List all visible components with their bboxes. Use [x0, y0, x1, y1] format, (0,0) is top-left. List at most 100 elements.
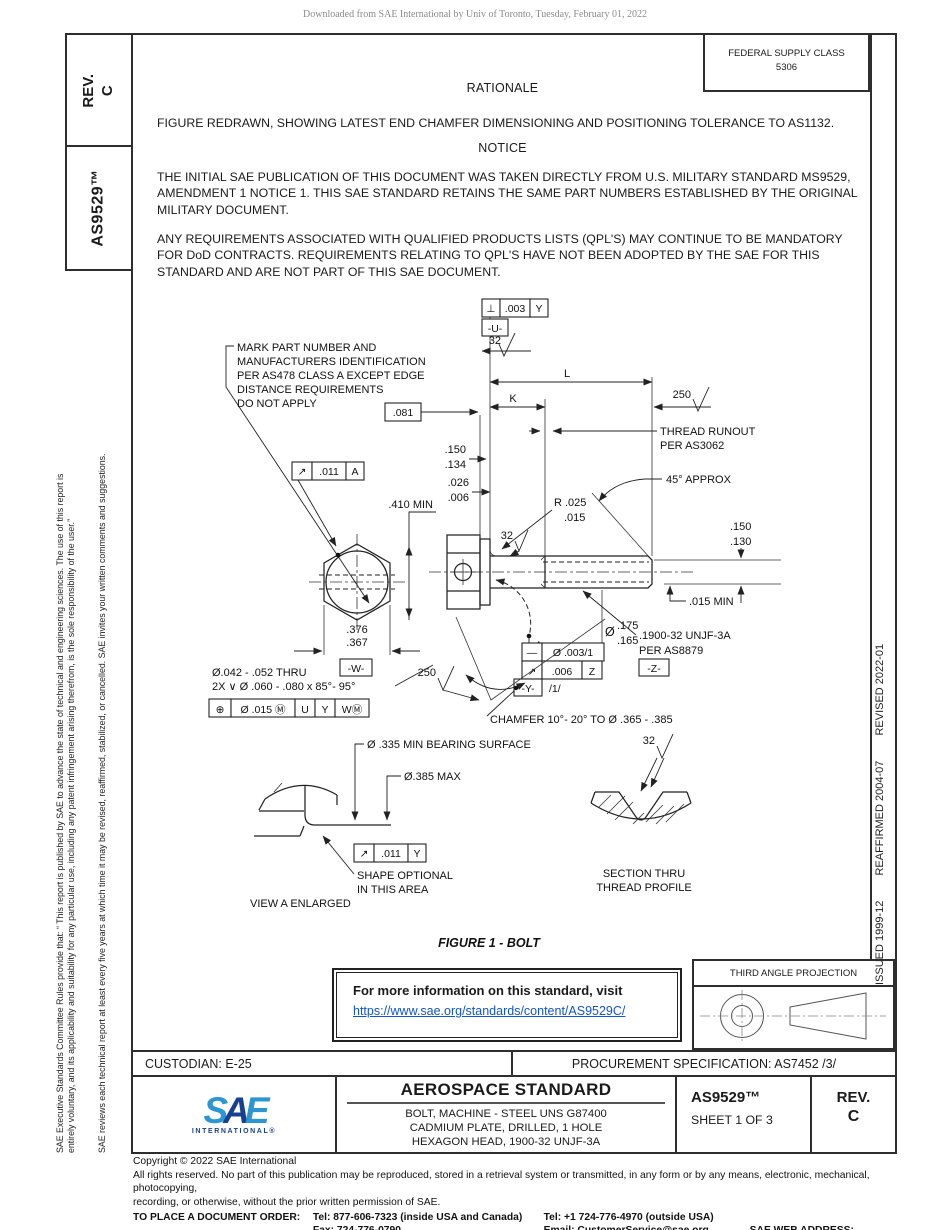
dim-150-134: .150 .134	[445, 444, 487, 471]
custodian-row: CUSTODIAN: E-25 PROCUREMENT SPECIFICATIO…	[133, 1050, 895, 1077]
perp-datum: Y	[535, 303, 542, 315]
rev-cell-label: REV.	[836, 1089, 871, 1106]
federal-supply-class-box: FEDERAL SUPPLY CLASS 5306	[703, 33, 870, 92]
svg-text:PER AS478 CLASS A EXCEPT EDGE: PER AS478 CLASS A EXCEPT EDGE	[237, 370, 425, 382]
svg-text:.367: .367	[346, 637, 367, 649]
svg-text:.015 MIN: .015 MIN	[689, 596, 734, 608]
rev-value: C	[98, 85, 116, 97]
view-a-title: VIEW A ENLARGED	[250, 898, 351, 910]
svg-text:-U-: -U-	[488, 323, 503, 335]
hex-head-end-view	[309, 534, 405, 630]
svg-text:.165: .165	[617, 635, 638, 647]
logo-letter-s: S	[203, 1089, 228, 1131]
doc-number-value: AS9529™	[691, 1089, 761, 1106]
logo-subtext: INTERNATIONAL®	[191, 1128, 277, 1136]
rev-cell-value: C	[847, 1108, 860, 1125]
svg-text:⊕: ⊕	[216, 704, 225, 716]
main-border-frame: ISSUED 1999-12 REAFFIRMED 2004-07 REVISE…	[131, 33, 897, 1154]
disclaimer-line-1: SAE Executive Standards Committee Rules …	[55, 473, 65, 1153]
datum-w: -W-	[339, 658, 373, 677]
radius-note: R .025 .015	[501, 497, 586, 550]
rationale-text: FIGURE REDRAWN, SHOWING LATEST END CHAMF…	[157, 116, 835, 130]
perp-tolerance: .003	[505, 303, 526, 315]
title-block: SAE INTERNATIONAL® AEROSPACE STANDARD BO…	[133, 1077, 895, 1152]
datum-y: -Y- /1/	[513, 678, 561, 697]
reaffirmed-date: REAFFIRMED 2004-07	[874, 760, 886, 876]
logo-letter-a: A	[223, 1089, 250, 1131]
note-45-approx: 45° APPROX	[598, 474, 732, 502]
right-strip-divider	[870, 35, 872, 959]
svg-text:.1900-32 UNJF-3A: .1900-32 UNJF-3A	[639, 630, 731, 642]
doc-number-box: AS9529™	[65, 145, 133, 271]
svg-text:L: L	[564, 368, 570, 380]
svg-text:32: 32	[489, 335, 501, 347]
svg-text:U: U	[301, 704, 309, 716]
tel-inside: Tel: 877-606-7323 (inside USA and Canada…	[312, 1211, 523, 1223]
svg-text:K: K	[509, 393, 517, 405]
tilt-frame: ↗ .011 A	[291, 461, 365, 547]
left-review-note: SAE reviews each technical report at lea…	[97, 453, 107, 1153]
hole-callouts: Ø.042 - .052 THRU 2X ∨ Ø .060 - .080 x 8…	[212, 664, 434, 693]
chamfer-note: CHAMFER 10°- 20° TO Ø .365 - .385	[490, 714, 673, 726]
left-disclaimer-block: SAE Executive Standards Committee Rules …	[55, 474, 77, 1153]
email-address: Email: CustomerService@sae.org	[544, 1225, 709, 1230]
svg-text:Y: Y	[413, 848, 420, 860]
dim-150-130: .150 .130	[730, 521, 751, 603]
svg-text:MANUFACTURERS IDENTIFICATION: MANUFACTURERS IDENTIFICATION	[237, 356, 426, 368]
svg-text:Ø .003/1: Ø .003/1	[553, 647, 593, 659]
svg-text:Ø .335 MIN BEARING SURFACE: Ø .335 MIN BEARING SURFACE	[367, 739, 531, 751]
fax-number: Fax: 724-776-0790	[313, 1224, 544, 1230]
svg-text:Y: Y	[321, 704, 328, 716]
svg-text:.006: .006	[448, 492, 469, 504]
svg-text:↗: ↗	[298, 466, 307, 478]
doc-number-vertical: AS9529™	[90, 169, 108, 247]
runout-frame: ↗ .006 Z	[521, 660, 603, 680]
fsc-title: FEDERAL SUPPLY CLASS	[728, 48, 845, 59]
subtitle-line-3: HEXAGON HEAD, 1900-32 UNJF-3A	[411, 1136, 601, 1149]
svg-text:.006: .006	[552, 666, 573, 678]
svg-text:.130: .130	[730, 536, 751, 548]
dim-L: L	[489, 368, 653, 386]
svg-text:.150: .150	[730, 521, 751, 533]
figure-caption: FIGURE 1 - BOLT	[438, 936, 541, 950]
dim-015-min: .015 MIN	[666, 585, 734, 608]
max-dia-callout: Ø.385 MAX	[383, 771, 462, 821]
svg-text:A: A	[351, 466, 358, 478]
svg-text:32: 32	[501, 530, 513, 542]
subtitle-line-2: CADMIUM PLATE, DRILLED, 1 HOLE	[409, 1122, 603, 1135]
rev-cell: REV. C	[812, 1077, 895, 1152]
rationale-heading: RATIONALE	[466, 81, 539, 95]
order-info: TO PLACE A DOCUMENT ORDER: Tel: 877-606-…	[133, 1211, 933, 1230]
svg-text:.376: .376	[346, 624, 367, 636]
mark-note: MARK PART NUMBER AND MANUFACTURERS IDENT…	[225, 342, 426, 604]
standard-link[interactable]: https://www.sae.org/standards/content/AS…	[353, 1004, 626, 1018]
shape-optional-note: SHAPE OPTIONAL IN THIS AREA	[322, 835, 453, 896]
svg-text:↗: ↗	[528, 666, 537, 678]
svg-text:.011: .011	[319, 466, 339, 478]
notice-heading: NOTICE	[478, 141, 527, 155]
straightness-frame: — Ø .003/1	[521, 642, 605, 662]
dim-081: .081	[384, 402, 479, 422]
notice-paragraph-1: THE INITIAL SAE PUBLICATION OF THIS DOCU…	[157, 170, 858, 217]
surface-finish-250-lower: 250	[418, 665, 480, 702]
dim-410-min: .410 MIN	[388, 499, 436, 620]
copyright-line-3: recording, or otherwise, without the pri…	[133, 1197, 441, 1209]
notice-paragraph-2: ANY REQUIREMENTS ASSOCIATED WITH QUALIFI…	[157, 232, 843, 279]
document-type: AEROSPACE STANDARD	[400, 1080, 612, 1099]
download-watermark: Downloaded from SAE International by Uni…	[303, 9, 647, 20]
svg-text:Z: Z	[589, 666, 596, 678]
view-a-enlarged	[254, 782, 391, 837]
info-box: For more information on this standard, v…	[332, 968, 682, 1042]
svg-text:.134: .134	[445, 459, 466, 471]
svg-text:.026: .026	[448, 477, 469, 489]
svg-text:.175: .175	[617, 620, 638, 632]
title-cell: AEROSPACE STANDARD BOLT, MACHINE - STEEL…	[337, 1077, 677, 1152]
svg-text:DISTANCE REQUIREMENTS: DISTANCE REQUIREMENTS	[237, 384, 383, 396]
svg-text:250: 250	[673, 389, 691, 401]
projection-symbol	[700, 990, 886, 1042]
order-label: TO PLACE A DOCUMENT ORDER:	[133, 1211, 301, 1223]
subtitle-line-1: BOLT, MACHINE - STEEL UNS G87400	[405, 1108, 607, 1120]
svg-text:—: —	[527, 647, 538, 659]
svg-text:PER AS8879: PER AS8879	[639, 645, 703, 657]
